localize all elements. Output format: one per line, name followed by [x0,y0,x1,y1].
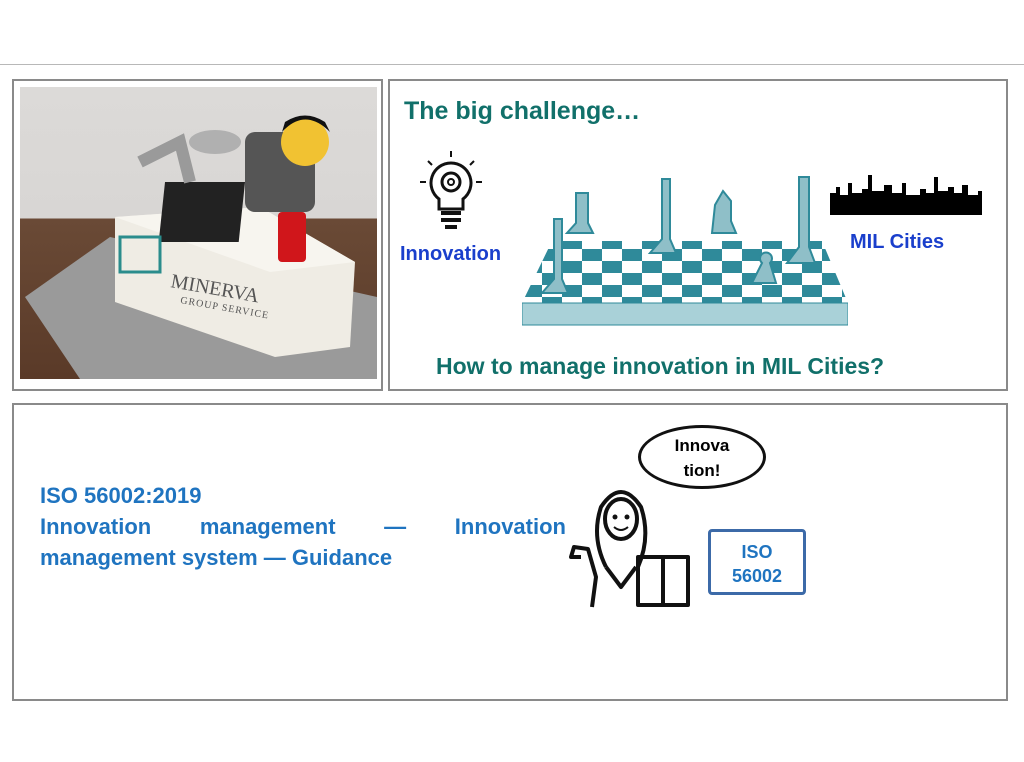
scroll-text: 56002 [731,566,783,586]
challenge-question: How to manage innovation in MIL Cities? [436,353,885,379]
mil-cities-label: MIL Cities [850,231,945,253]
iso-scroll-icon: ISO 56002 [708,529,806,595]
scroll-text: ISO [741,542,773,562]
woman-reading-icon [569,490,690,608]
iso-title-line: Innovation management — Innovation [40,514,566,539]
iso-title-line: management system — Guidance [40,545,393,570]
lightbulb-gear-icon [420,151,482,229]
lego-scene-image: MINERVA GROUP SERVICE [25,115,377,379]
iso-code: ISO 56002:2019 [40,483,202,508]
lego-desk-photo: MINERVA GROUP SERVICE [20,87,377,379]
iso-standard-text: ISO 56002:2019 Innovation management — I… [40,480,566,573]
city-skyline-icon [830,175,982,215]
speech-bubble: Innova tion! [638,425,766,489]
speech-text: Innova [674,436,730,455]
challenge-title: The big challenge… [404,97,641,125]
photo-panel: MINERVA GROUP SERVICE [12,79,383,391]
iso-panel: ISO 56002:2019 Innovation management — I… [12,403,1008,701]
chessboard-image [522,176,848,326]
speech-text: tion! [683,461,721,480]
challenge-panel: The big challenge… Innovation MIL Cities… [388,79,1008,391]
header-divider [0,64,1024,65]
innovation-label: Innovation [400,243,502,265]
